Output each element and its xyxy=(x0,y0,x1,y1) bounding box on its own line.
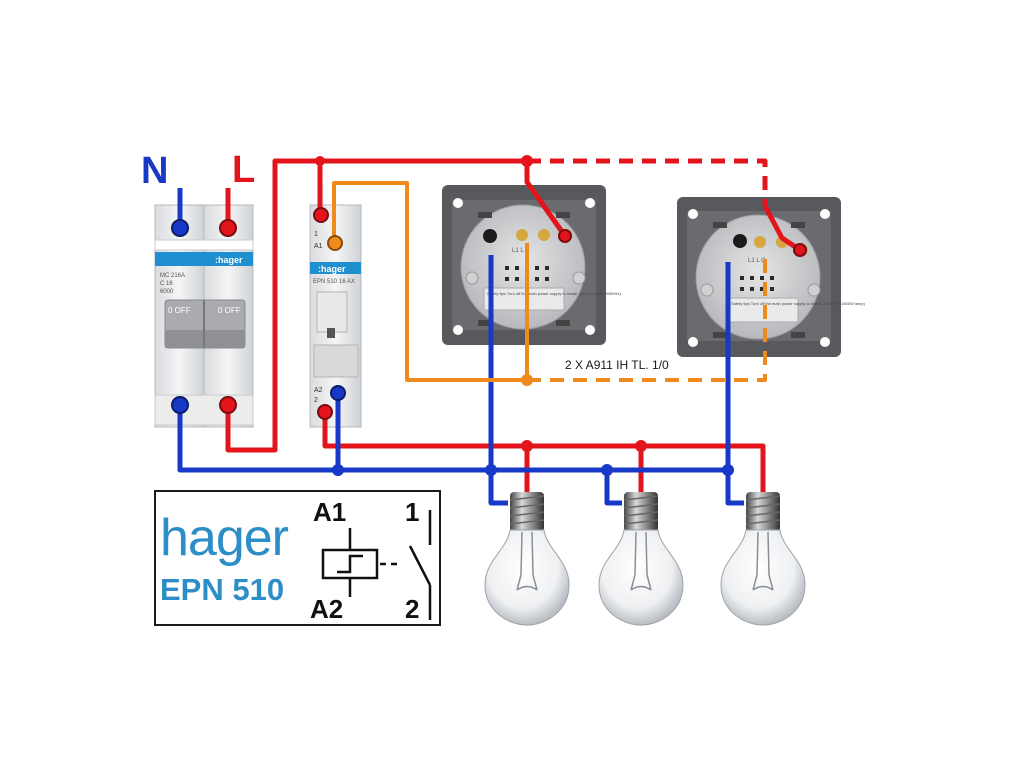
breaker-off-right: 0 OFF xyxy=(218,306,241,315)
relay-legend: hager EPN 510 A1 A2 1 2 xyxy=(154,490,441,626)
lamp-1 xyxy=(484,492,570,626)
switch-left-label: Safety tips Turn off the main power supp… xyxy=(487,291,621,296)
relay-terminal-a2: A2 xyxy=(314,387,323,394)
impulse-relay: :hager EPN 510 16 AX A1 1 A2 2 xyxy=(309,204,362,428)
legend-a1: A1 xyxy=(313,497,346,527)
legend-brand: hager xyxy=(160,509,289,567)
breaker-model: MC 216A xyxy=(160,273,185,279)
lamp-3 xyxy=(720,492,806,626)
legend-a2: A2 xyxy=(310,594,343,624)
line-label: L xyxy=(232,149,255,191)
relay-terminal-2: 2 xyxy=(314,397,318,404)
breaker-brand: :hager xyxy=(215,255,243,265)
relay-terminal-1: 1 xyxy=(314,231,318,238)
breaker-capacity: 6000 xyxy=(160,289,174,295)
line-wires xyxy=(225,158,802,492)
terminals xyxy=(171,207,807,420)
relay-brand: :hager xyxy=(318,264,346,274)
switch-left-terminals: L1 L C xyxy=(512,248,530,254)
switch-module-right: L1 L C Safety tips Turn off the main pow… xyxy=(677,197,866,357)
relay-spec: 16 AX xyxy=(339,279,355,285)
switch-right-label: Safety tips Turn off the main power supp… xyxy=(731,301,866,306)
relay-coil-symbol xyxy=(321,510,432,620)
relay-terminal-a1: A1 xyxy=(314,243,323,250)
junction-dots xyxy=(315,155,734,476)
switch-module-left: L1 L C Safety tips Turn off the main pow… xyxy=(442,185,621,345)
neutral-label: N xyxy=(141,150,168,192)
lamp-2 xyxy=(598,492,684,626)
legend-contact-1: 1 xyxy=(405,497,419,527)
switch-caption: 2 X A911 IH TL. 1/0 xyxy=(565,358,669,372)
breaker-off-left: 0 OFF xyxy=(168,306,191,315)
breaker-rating: C 16 xyxy=(160,281,173,287)
relay-model: EPN 510 xyxy=(313,279,338,285)
control-wires xyxy=(332,181,767,382)
circuit-breaker: :hager MC 216A C 16 6000 0 OFF 0 OFF xyxy=(154,204,254,428)
switch-right-terminals: L1 L C xyxy=(748,258,766,264)
legend-model: EPN 510 xyxy=(160,572,284,607)
legend-contact-2: 2 xyxy=(405,594,419,624)
